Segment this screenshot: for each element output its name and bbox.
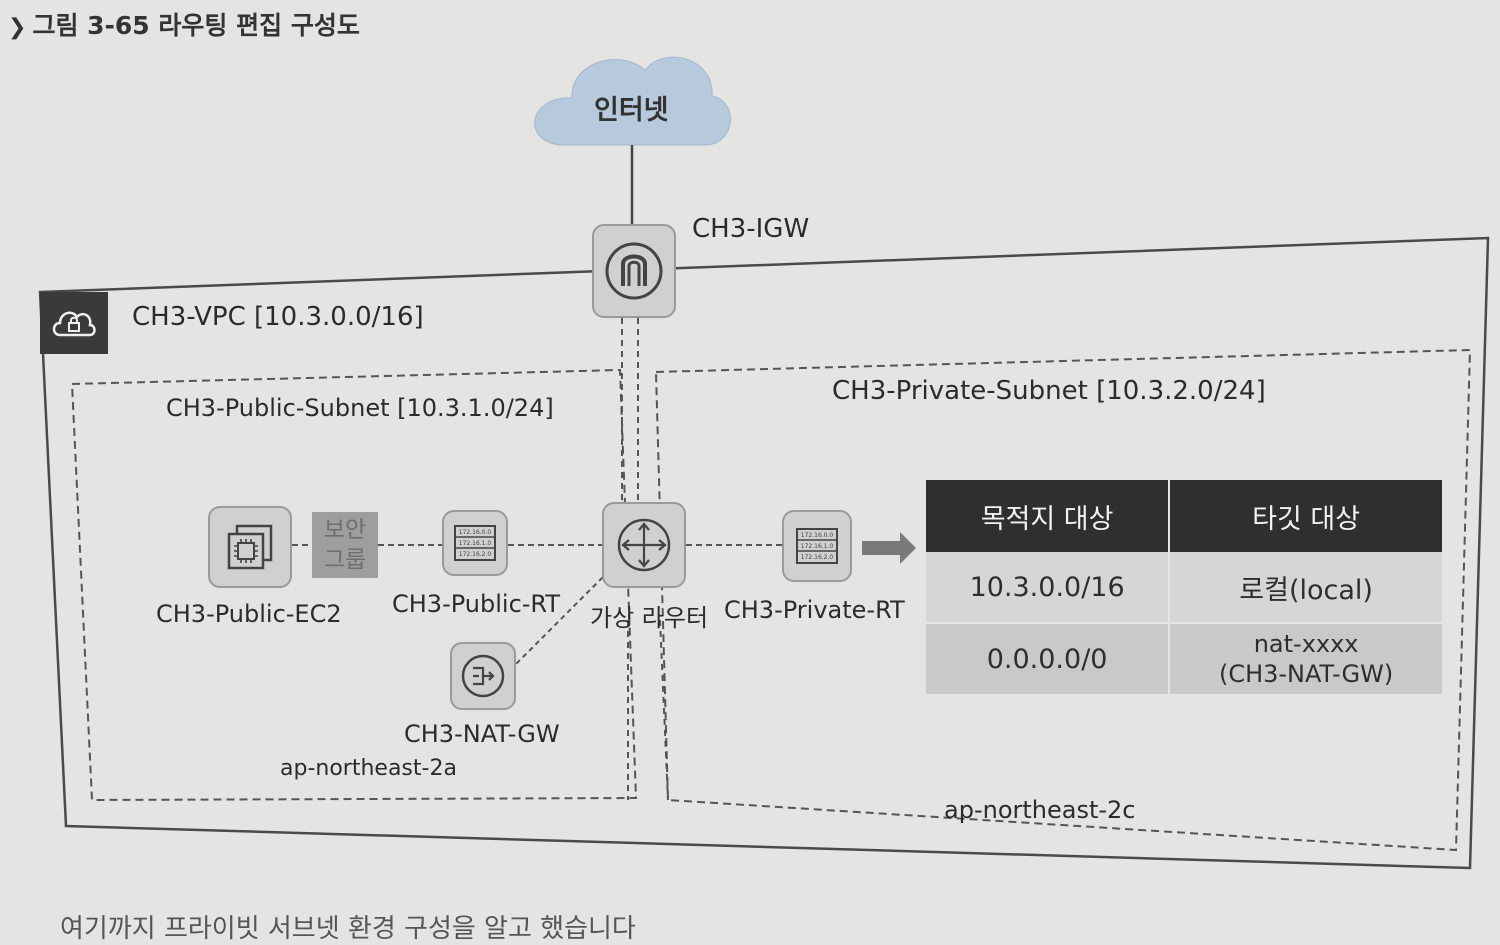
private-rt-row-2: 172.16.2.0	[801, 554, 834, 561]
private-subnet-boundary	[654, 348, 1472, 852]
route-table: 목적지 대상 타깃 대상 10.3.0.0/16 로컬(local) 0.0.0…	[926, 480, 1442, 694]
public-rt-row-1: 172.16.1.0	[459, 540, 492, 547]
public-rt-row-2: 172.16.2.0	[459, 551, 492, 558]
igw-label: CH3-IGW	[692, 214, 810, 244]
public-rt-row-0: 172.16.0.0	[459, 529, 492, 536]
route-table-header-dest: 목적지 대상	[926, 480, 1171, 552]
private-rt-row-1: 172.16.1.0	[801, 543, 834, 550]
security-group-line2: 그룹	[323, 547, 367, 573]
vpc-lock-cloud-icon	[52, 311, 96, 337]
internet-gateway-icon	[605, 242, 663, 300]
router-down-link-2	[659, 619, 669, 801]
private-az-label: ap-northeast-2c	[944, 796, 1136, 824]
nat-label: CH3-NAT-GW	[404, 720, 560, 748]
ec2-instance-icon	[227, 524, 273, 570]
public-subnet-label: CH3-Public-Subnet [10.3.1.0/24]	[166, 394, 554, 422]
security-group-line1: 보안	[323, 517, 367, 543]
ec2-node	[208, 506, 292, 588]
figure-caption: ❯그림 3-65 라우팅 편집 구성도	[8, 6, 360, 42]
route-target-cell: nat-xxxx (CH3-NAT-GW)	[1169, 622, 1442, 694]
route-dest-cell: 10.3.0.0/16	[926, 552, 1171, 623]
router-label: 가상 라우터	[590, 604, 709, 632]
table-row: 0.0.0.0/0 nat-xxxx (CH3-NAT-GW)	[926, 622, 1442, 694]
vpc-boundary	[38, 236, 1490, 870]
route-target-cell: 로컬(local)	[1169, 552, 1442, 623]
public-subnet-boundary	[70, 368, 638, 802]
route-table-header-row: 목적지 대상 타깃 대상	[926, 480, 1442, 552]
chevron-down-icon: ❯	[8, 15, 27, 40]
private-rt-node: 172.16.0.0 172.16.1.0 172.16.2.0	[782, 510, 852, 582]
private-rt-label: CH3-Private-RT	[724, 596, 905, 624]
router-node	[602, 502, 686, 588]
public-rt-label: CH3-Public-RT	[392, 590, 561, 618]
route-table-icon: 172.16.0.0 172.16.1.0 172.16.2.0	[796, 528, 838, 564]
private-rt-row-0: 172.16.0.0	[801, 532, 834, 539]
ec2-label: CH3-Public-EC2	[156, 600, 342, 628]
router-icon	[617, 518, 671, 572]
route-table-icon: 172.16.0.0 172.16.1.0 172.16.2.0	[454, 525, 496, 561]
internet-cloud-icon	[534, 56, 731, 146]
nat-node	[450, 642, 516, 710]
vpc-label: CH3-VPC [10.3.0.0/16]	[132, 302, 424, 332]
nat-gateway-icon	[461, 654, 505, 698]
route-table-header-target: 타깃 대상	[1169, 480, 1442, 552]
public-az-label: ap-northeast-2a	[280, 756, 457, 781]
table-row: 10.3.0.0/16 로컬(local)	[926, 552, 1442, 623]
body-text-line: 여기까지 프라이빗 서브넷 환경 구성을 알고 했습니다	[60, 914, 636, 944]
private-subnet-label: CH3-Private-Subnet [10.3.2.0/24]	[832, 376, 1266, 406]
route-dest-cell: 0.0.0.0/0	[926, 622, 1171, 694]
figure-caption-text: 그림 3-65 라우팅 편집 구성도	[32, 11, 360, 40]
route-target-sub: (CH3-NAT-GW)	[1218, 660, 1394, 688]
route-table-arrow-icon	[862, 532, 916, 564]
public-rt-node: 172.16.0.0 172.16.1.0 172.16.2.0	[442, 510, 508, 576]
internet-label: 인터넷	[594, 95, 669, 126]
route-target-main: nat-xxxx	[1253, 630, 1359, 658]
vpc-badge	[40, 292, 108, 354]
security-group-box: 보안 그룹	[312, 512, 378, 578]
igw-node	[592, 224, 676, 318]
